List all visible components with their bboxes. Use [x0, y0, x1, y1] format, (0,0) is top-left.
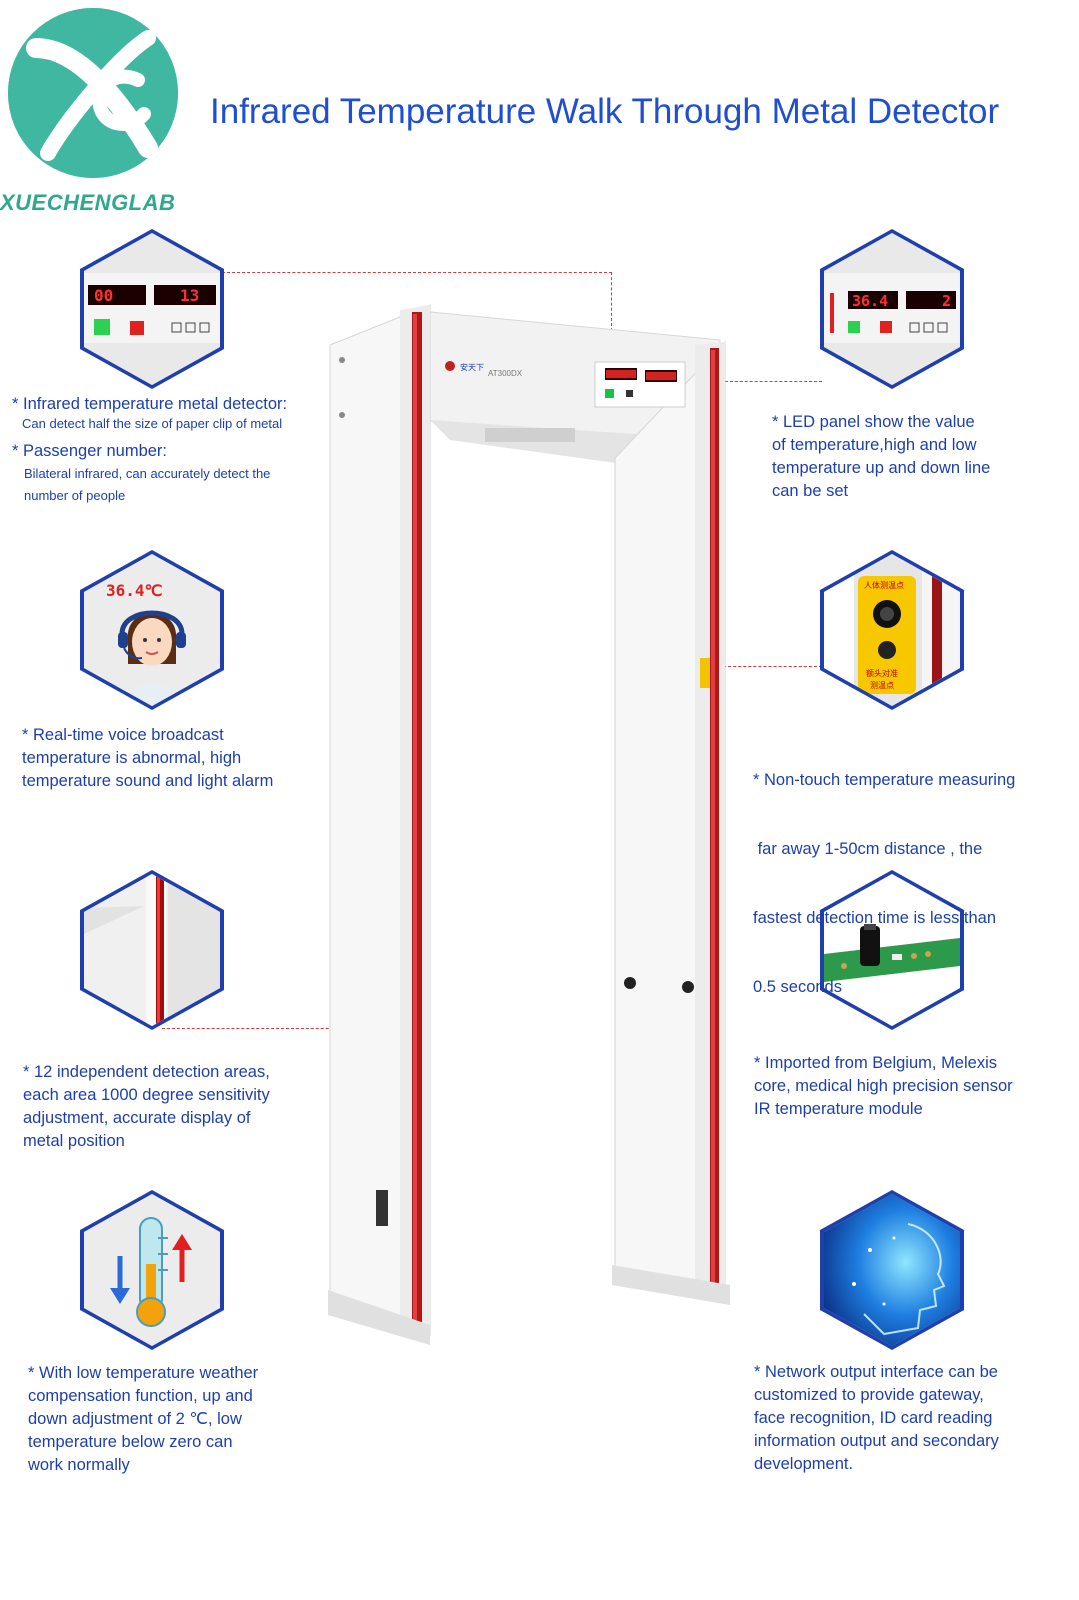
- feature-line: temperature sound and light alarm: [22, 772, 274, 790]
- feature-non-touch: * Non-touch temperature measuring far aw…: [753, 723, 1073, 1022]
- feature-metal-detector: * Infrared temperature metal detector: C…: [12, 393, 342, 432]
- hex-network-output: [820, 1190, 964, 1350]
- feature-ir-module: * Imported from Belgium, Melexis core, m…: [754, 1052, 1074, 1121]
- feature-line: * With low temperature weather: [28, 1364, 259, 1382]
- connector-line: [718, 666, 822, 667]
- feature-line: * Network output interface can be: [754, 1363, 998, 1381]
- feature-title: * Passenger number:: [12, 442, 168, 460]
- feature-passenger-number: * Passenger number: Bilateral infrared, …: [12, 440, 342, 507]
- feature-line: temperature below zero can: [28, 1433, 233, 1451]
- feature-line: compensation function, up and: [28, 1387, 253, 1405]
- feature-line: temperature up and down line: [772, 459, 991, 477]
- feature-line: each area 1000 degree sensitivity: [23, 1086, 270, 1104]
- feature-line: can be set: [772, 482, 849, 500]
- sticker-line-3: 测温点: [870, 681, 894, 690]
- sticker-line-1: 人体测温点: [864, 580, 904, 590]
- feature-title: * Infrared temperature metal detector:: [12, 395, 288, 413]
- arrow-up-icon: [172, 1234, 192, 1282]
- feature-detail: Bilateral infrared, can accurately detec…: [24, 466, 271, 481]
- feature-led-panel: * LED panel show the value of temperatur…: [772, 411, 1072, 503]
- hex-temperature-compensation: [80, 1190, 224, 1350]
- feature-temperature-compensation: * With low temperature weather compensat…: [28, 1362, 328, 1477]
- feature-detection-areas: * 12 independent detection areas, each a…: [23, 1061, 323, 1153]
- feature-line: 0.5 seconds: [753, 978, 842, 996]
- feature-line: * Real-time voice broadcast: [22, 726, 224, 744]
- feature-line: metal position: [23, 1132, 125, 1150]
- feature-line: IR temperature module: [754, 1100, 923, 1118]
- feature-line: information output and secondary: [754, 1432, 999, 1450]
- feature-line: adjustment, accurate display of: [23, 1109, 251, 1127]
- feature-line: fastest detection time is less than: [753, 909, 997, 927]
- feature-line: down adjustment of 2 ℃, low: [28, 1410, 242, 1428]
- thermometer-icon: [136, 1217, 168, 1327]
- model-label: AT300DX: [488, 369, 523, 378]
- feature-detail: Can detect half the size of paper clip o…: [22, 416, 283, 431]
- connector-line: [611, 272, 612, 372]
- hex-detection-areas: [80, 870, 224, 1030]
- feature-line: of temperature,high and low: [772, 436, 977, 454]
- temp-display-right: 2: [942, 292, 951, 310]
- page-title: Infrared Temperature Walk Through Metal …: [210, 92, 1000, 131]
- feature-network-output: * Network output interface can be custom…: [754, 1361, 1074, 1476]
- feature-line: * Imported from Belgium, Melexis: [754, 1054, 997, 1072]
- counter-display-right: 13: [180, 286, 199, 305]
- detector-gate-image: 安天下 AT300DX: [300, 290, 760, 1350]
- feature-line: * 12 independent detection areas,: [23, 1063, 270, 1081]
- feature-line: face recognition, ID card reading: [754, 1409, 993, 1427]
- brand-logo: XUECHENGLAB: [0, 0, 200, 230]
- brand-name: XUECHENGLAB: [0, 190, 176, 215]
- sticker-line-2: 额头对准: [866, 668, 898, 678]
- feature-line: development.: [754, 1455, 854, 1473]
- feature-line: core, medical high precision sensor: [754, 1077, 1013, 1095]
- connector-line: [720, 381, 822, 382]
- hex-temperature-sensor: 人体测温点 额头对准 测温点: [820, 550, 964, 710]
- hex-led-counter: 00 13: [80, 229, 224, 389]
- feature-line: temperature is abnormal, high: [22, 749, 242, 767]
- feature-line: work normally: [28, 1456, 130, 1474]
- hex-ir-module: [820, 870, 964, 1030]
- feature-line: far away 1-50cm distance , the: [753, 840, 983, 858]
- connector-line: [162, 1028, 408, 1029]
- counter-display-left: 00: [94, 286, 113, 305]
- hex-voice-broadcast: 36.4℃: [80, 550, 224, 710]
- hex-led-temperature: 36.4 2: [820, 229, 964, 389]
- feature-line: * Non-touch temperature measuring: [753, 771, 1016, 789]
- logo-xc-icon: [8, 8, 178, 178]
- arrow-down-icon: [110, 1256, 130, 1304]
- feature-line: customized to provide gateway,: [754, 1386, 984, 1404]
- temp-display-left: 36.4: [852, 292, 888, 310]
- brand-label: 安天下: [460, 362, 484, 372]
- feature-detail: number of people: [24, 488, 126, 503]
- feature-line: * LED panel show the value: [772, 413, 975, 431]
- feature-voice-broadcast: * Real-time voice broadcast temperature …: [22, 724, 322, 793]
- connector-line: [222, 272, 612, 273]
- avatar-temperature: 36.4℃: [106, 581, 163, 600]
